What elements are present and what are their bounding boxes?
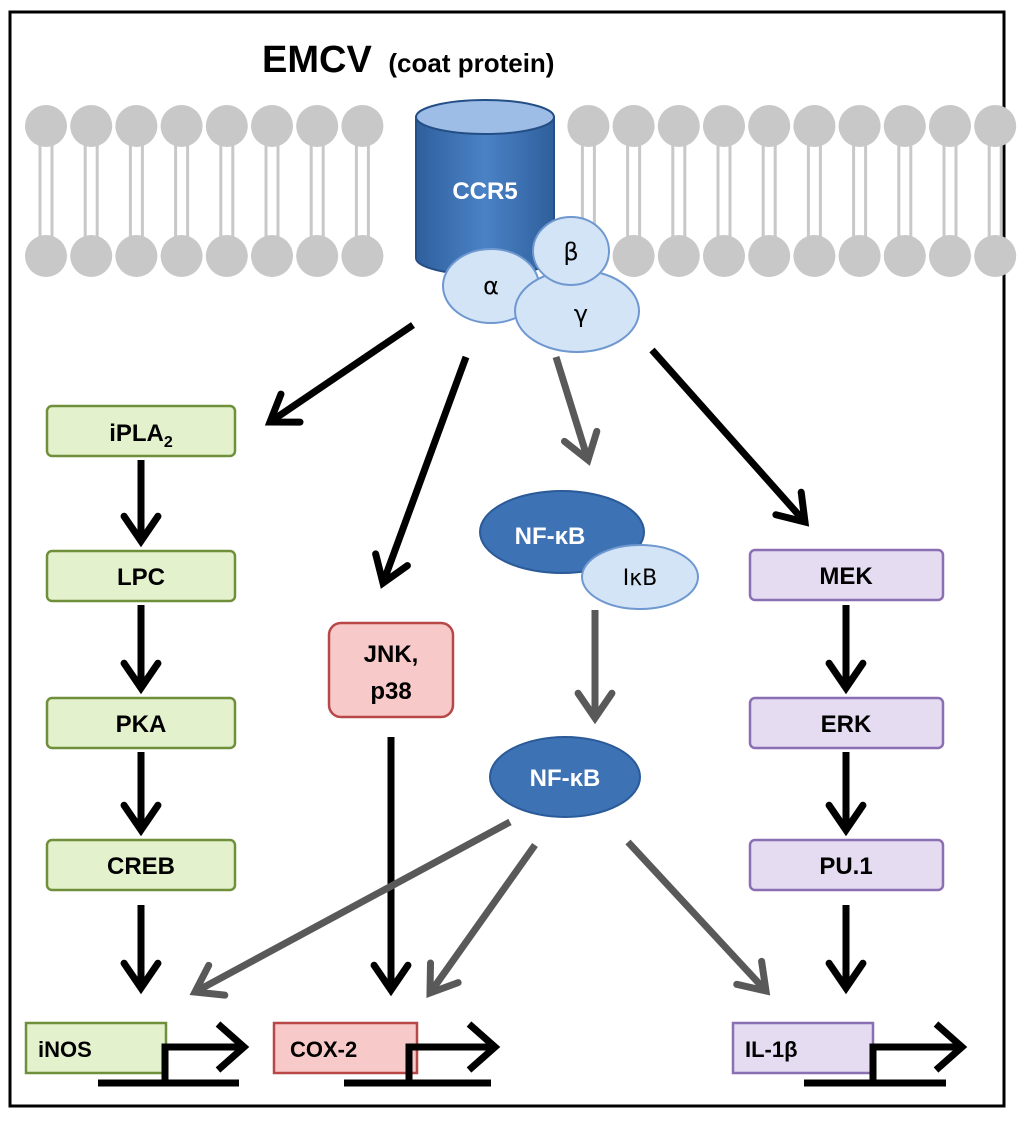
lipid-head <box>883 235 926 277</box>
lipid-head <box>160 105 203 147</box>
title-text: EMCV (coat protein) <box>262 39 554 81</box>
lipid-head <box>296 235 339 277</box>
nfkb-active-label: NF-κB <box>530 765 601 792</box>
lipid-head <box>160 235 203 277</box>
lipid-head <box>115 235 158 277</box>
ipla2-label: iPLA2 <box>109 420 173 451</box>
cell-membrane <box>25 105 1017 277</box>
arrow-nfkb-cox2 <box>426 842 538 999</box>
lipid-head <box>838 105 881 147</box>
arrow-jnk-cox2 <box>370 737 412 997</box>
arrow-nfkb-inos <box>189 818 512 999</box>
title-main: EMCV <box>262 39 372 81</box>
lipid-head <box>883 105 926 147</box>
lipid-head <box>115 105 158 147</box>
creb-label: CREB <box>107 853 175 880</box>
pu1-label: PU.1 <box>819 853 872 880</box>
lipid-head <box>929 105 971 147</box>
lipid-head <box>838 235 881 277</box>
nfkb-complex-label: NF-κB <box>515 523 586 550</box>
pu1-node: PU.1 <box>748 838 945 892</box>
arrow-mek-erk <box>825 605 867 695</box>
arrow-nfkb-release <box>574 610 616 725</box>
il1b-label: IL-1β <box>745 1037 798 1062</box>
g-beta-subunit <box>532 216 610 286</box>
lipid-head <box>793 235 836 277</box>
arrow-pu1-il1b <box>825 905 867 995</box>
lipid-head <box>929 235 971 277</box>
g-alpha-label: α <box>483 272 499 300</box>
ipla2-node: iPLA2 <box>45 404 237 458</box>
lipid-head <box>974 235 1017 277</box>
g-beta-label: β <box>563 238 578 266</box>
promoter-cox2 <box>344 1021 501 1087</box>
promoter-marks <box>98 1021 968 1087</box>
lipid-head <box>70 235 113 277</box>
lipid-head <box>748 235 791 277</box>
lpc-node: LPC <box>45 549 237 603</box>
lipid-head <box>703 105 745 147</box>
lpc-label: LPC <box>117 564 165 591</box>
arrow-to-nfkb <box>552 355 601 466</box>
lipid-head <box>251 235 293 277</box>
erk-label: ERK <box>821 711 872 738</box>
mek-label: MEK <box>819 563 873 590</box>
lipid-head <box>205 105 248 147</box>
lipid-head <box>25 235 67 277</box>
lipid-head <box>567 105 610 147</box>
pka-node: PKA <box>45 696 237 750</box>
gene-inos: iNOS <box>24 1021 168 1075</box>
ccr5-label: CCR5 <box>452 178 517 205</box>
lipid-head <box>205 235 248 277</box>
lipid-head <box>70 105 113 147</box>
lipid-head <box>703 235 745 277</box>
promoter-il1b <box>804 1021 968 1087</box>
title-sub: (coat protein) <box>388 48 554 78</box>
arrows-layer <box>120 322 867 999</box>
inos-label: iNOS <box>38 1037 92 1062</box>
ikb-label: IκB <box>623 566 658 591</box>
lipid-head <box>748 105 791 147</box>
lipid-head <box>612 235 655 277</box>
pka-label: PKA <box>116 711 167 738</box>
lipid-head <box>251 105 293 147</box>
promoter-inos <box>98 1021 250 1087</box>
arrow-lpc-pka <box>120 605 162 695</box>
nfkb-ikb-complex: NF-κB IκB <box>479 490 699 610</box>
gene-cox2: COX-2 <box>272 1021 419 1075</box>
p38-label: p38 <box>370 678 411 705</box>
erk-node: ERK <box>748 696 945 750</box>
arrow-creb-inos <box>120 905 162 995</box>
cox2-label: COX-2 <box>290 1037 357 1062</box>
lipid-head <box>341 105 384 147</box>
lipid-head <box>612 105 655 147</box>
lipid-head <box>296 105 339 147</box>
ccr5-cylinder-top <box>415 99 555 135</box>
creb-node: CREB <box>45 838 237 892</box>
arrow-erk-pu1 <box>825 752 867 837</box>
mek-node: MEK <box>748 548 945 602</box>
arrow-to-jnk <box>372 355 470 589</box>
lipid-head <box>341 235 384 277</box>
arrow-pka-creb <box>120 752 162 837</box>
lipid-head <box>657 235 700 277</box>
g-gamma-label: γ <box>574 300 588 328</box>
nfkb-active-node: NF-κB <box>489 736 641 818</box>
g-protein <box>442 216 640 353</box>
arrow-to-ipla2 <box>264 322 415 426</box>
lipid-head <box>974 105 1017 147</box>
arrow-nfkb-il1b <box>625 839 771 996</box>
jnk-p38-node: JNK, p38 <box>327 621 455 719</box>
lipid-head <box>25 105 67 147</box>
arrow-ipla2-lpc <box>120 460 162 548</box>
arrow-to-mek <box>649 347 810 527</box>
gene-il1b: IL-1β <box>731 1021 875 1075</box>
lipid-head <box>657 105 700 147</box>
lipid-head <box>793 105 836 147</box>
jnk-label: JNK, <box>364 641 419 668</box>
